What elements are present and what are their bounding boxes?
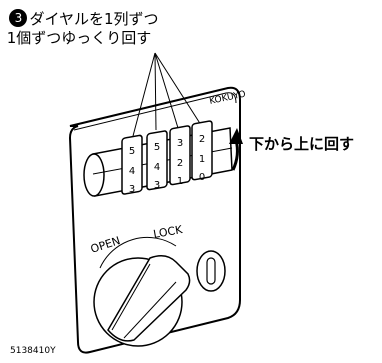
step-number-badge: 3 bbox=[9, 9, 28, 27]
dial-4-mid: 1 bbox=[199, 154, 205, 165]
dial-wheels bbox=[121, 120, 213, 195]
dial-3-bottom: 1 bbox=[177, 176, 183, 187]
dial-wheel-4 bbox=[191, 120, 213, 181]
dial-wheel-3 bbox=[169, 125, 191, 186]
rotation-direction-label: 下から上に回す bbox=[249, 135, 355, 153]
dial-3-top: 3 bbox=[177, 138, 183, 149]
dial-2-mid: 4 bbox=[154, 162, 160, 173]
instruction-text-1: ダイヤルを1列ずつ bbox=[29, 10, 159, 28]
dial-1-mid: 4 bbox=[129, 166, 135, 177]
dial-2-bottom: 3 bbox=[154, 180, 160, 191]
dial-1-top: 5 bbox=[129, 146, 135, 157]
rotary-knob bbox=[93, 255, 191, 347]
part-number: 5138410Y bbox=[10, 346, 56, 356]
dial-4-top: 2 bbox=[199, 134, 205, 145]
dial-wheel-2 bbox=[146, 130, 168, 191]
lock-label: LOCK bbox=[152, 223, 184, 241]
dial-4-bottom: 0 bbox=[199, 172, 205, 183]
dial-wheel-1 bbox=[121, 134, 143, 195]
pointer-lines bbox=[132, 52, 202, 137]
dial-2-top: 5 bbox=[154, 142, 160, 153]
instruction-line-2: 1個ずつゆっくり回す bbox=[6, 29, 152, 47]
dial-3-mid: 2 bbox=[177, 158, 183, 169]
dial-1-bottom: 3 bbox=[129, 184, 135, 195]
key-cylinder bbox=[196, 250, 226, 292]
